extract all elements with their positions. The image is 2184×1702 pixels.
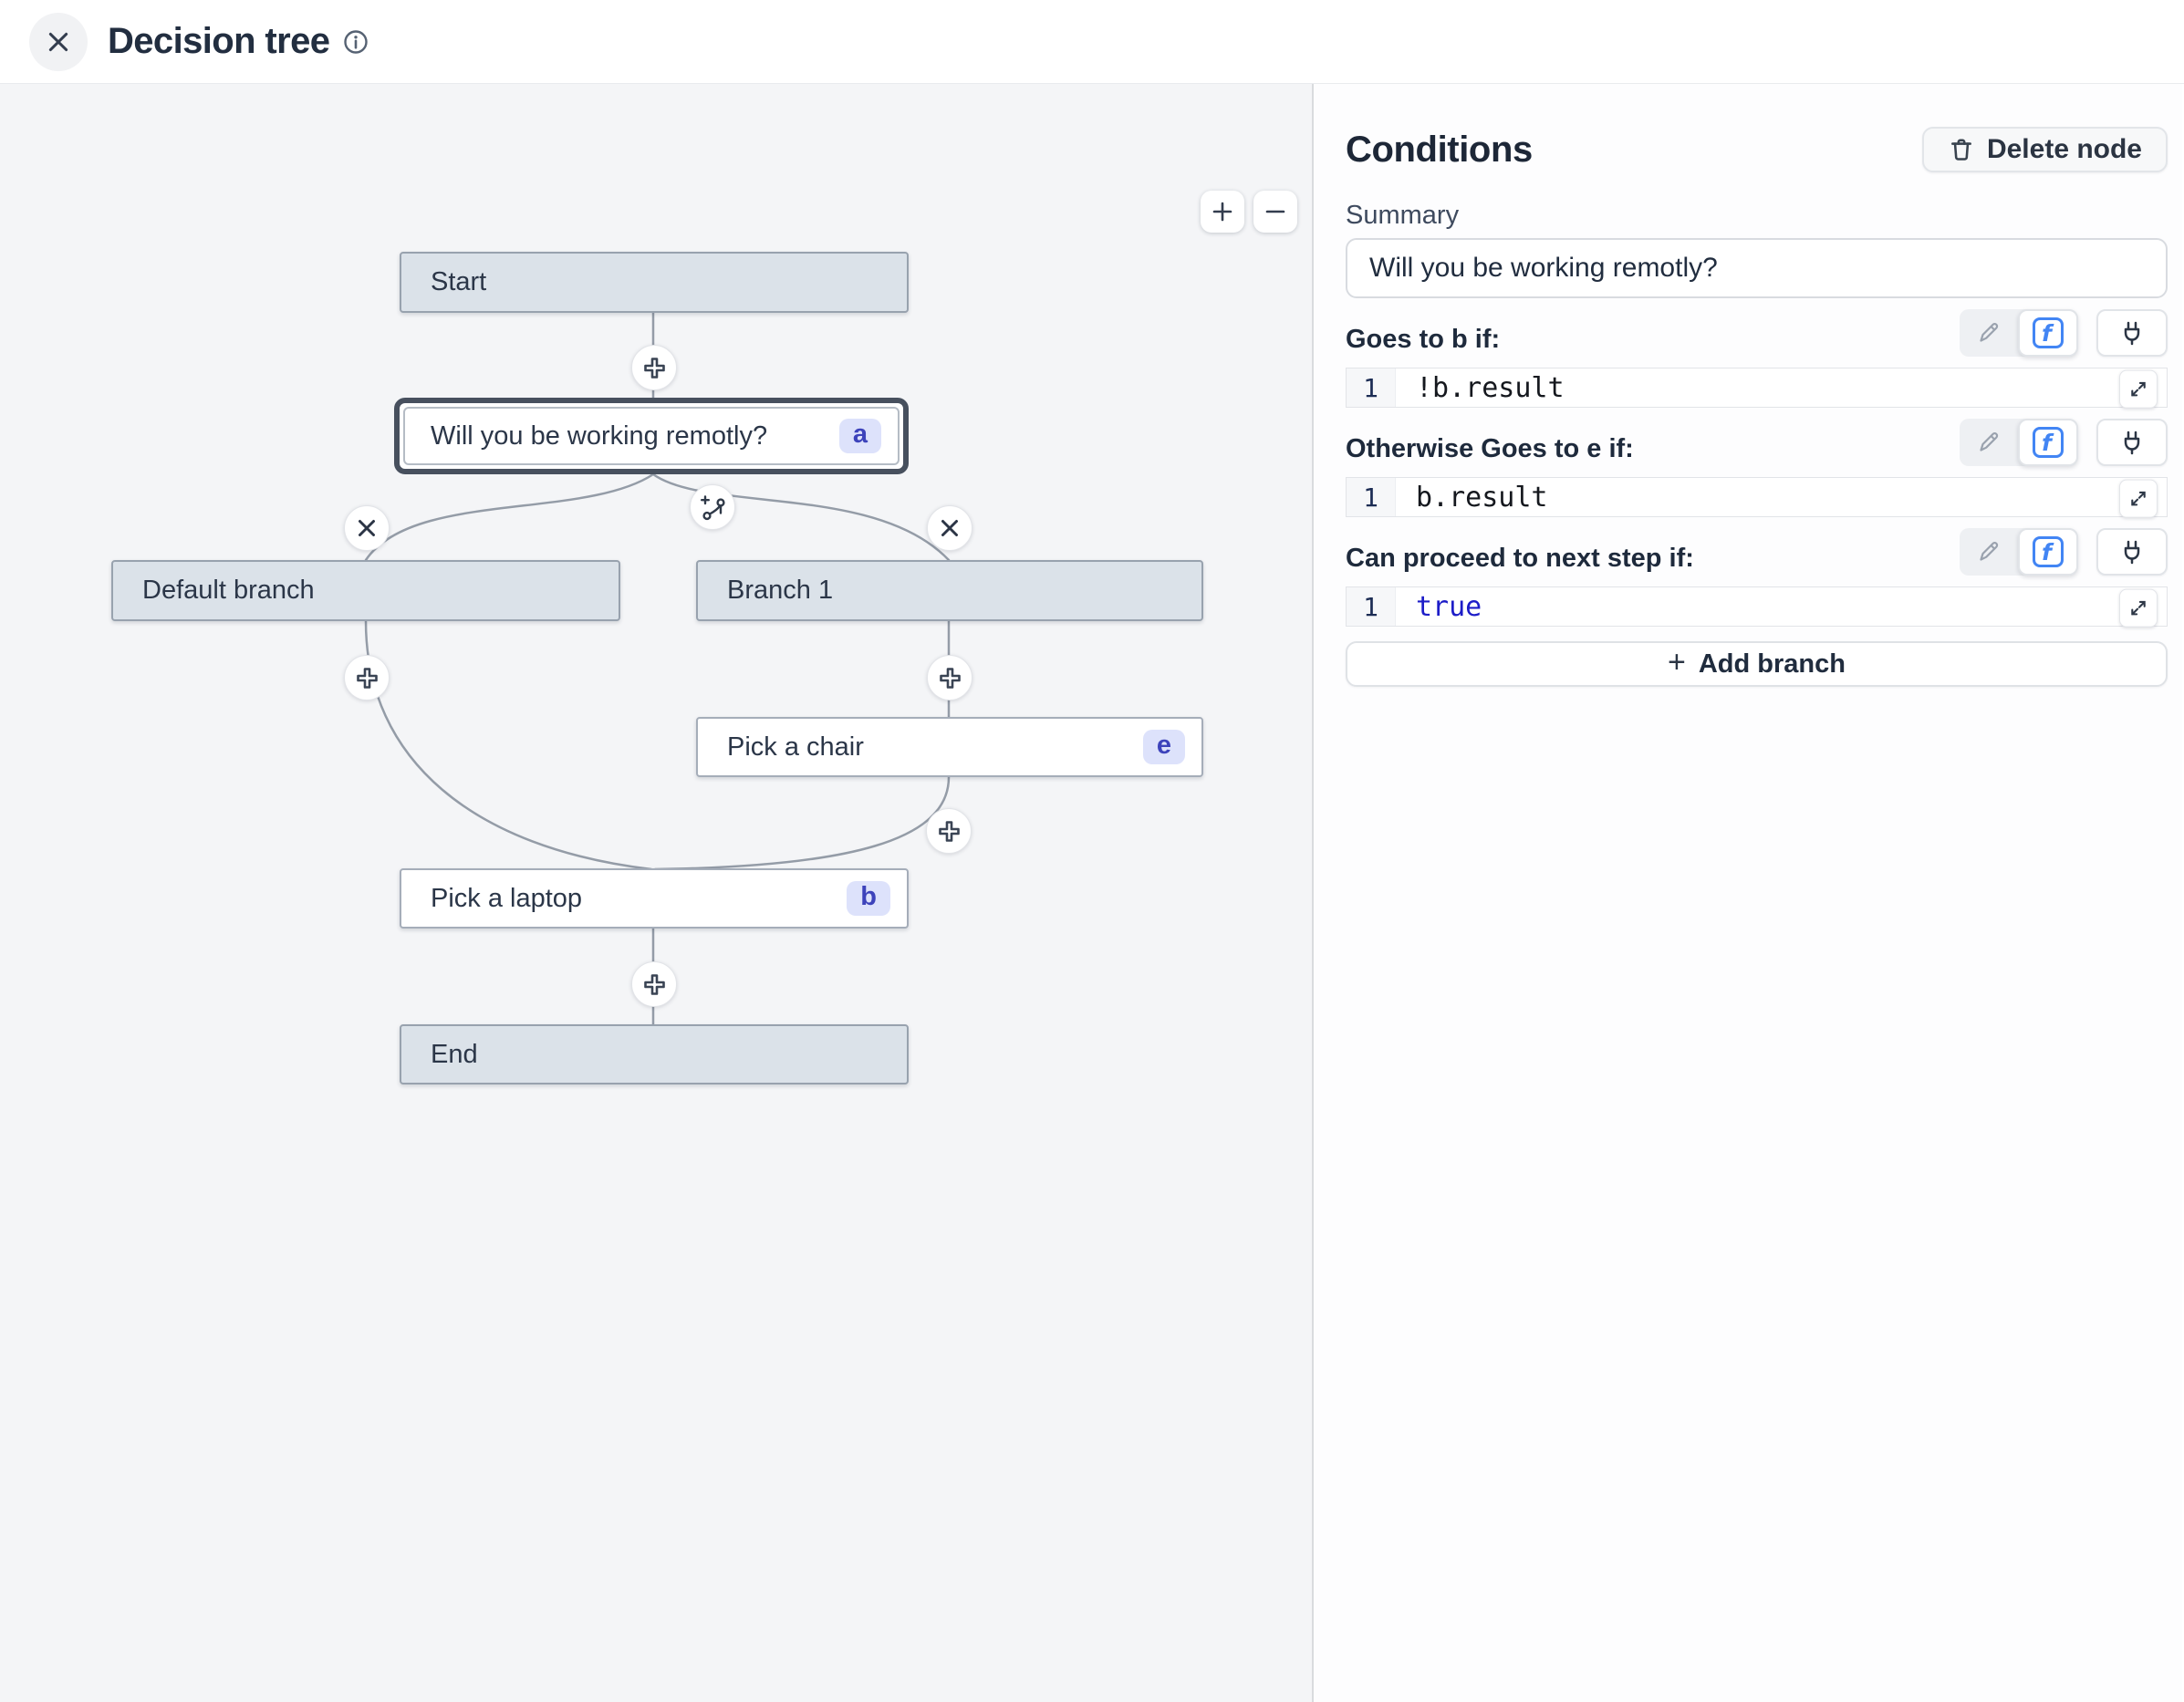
insert-node-button-3[interactable] (927, 655, 972, 701)
summary-label: Summary (1346, 201, 1460, 230)
insert-node-button-5[interactable] (631, 961, 677, 1007)
expand-editor-button[interactable] (2119, 588, 2158, 628)
code-editor-otherwise-e[interactable]: 1 b.result (1346, 477, 2168, 518)
node-question[interactable]: Will you be working remotly? a (403, 407, 900, 465)
node-end[interactable]: End (400, 1024, 909, 1085)
code-value[interactable]: !b.result (1416, 371, 1565, 404)
expand-icon (2131, 381, 2146, 397)
fx-icon: f (2033, 536, 2064, 567)
edge-question-branch1 (651, 472, 951, 562)
insert-node-button-1[interactable] (631, 345, 677, 390)
add-branch-canvas-button[interactable] (690, 484, 735, 530)
conditions-panel: Conditions Delete node Summary Goes (1314, 84, 2182, 1702)
plug-icon (2124, 321, 2140, 346)
insert-node-button-4[interactable] (926, 808, 972, 854)
delete-branch-left-button[interactable] (344, 505, 390, 551)
zoom-in-button[interactable] (1201, 191, 1244, 233)
node-question-badge: a (838, 419, 881, 453)
node-question-selected[interactable]: Will you be working remotly? a (394, 398, 909, 474)
connect-source-button[interactable] (2096, 309, 2168, 357)
node-default-branch[interactable]: Default branch (111, 560, 620, 621)
condition-label-can-proceed: Can proceed to next step if: (1346, 544, 1694, 573)
node-branch-1[interactable]: Branch 1 (696, 560, 1203, 621)
fx-mode-button[interactable]: f (2018, 419, 2078, 466)
delete-node-label: Delete node (1986, 134, 2142, 164)
code-value[interactable]: true (1416, 590, 1482, 623)
code-editor-can-proceed[interactable]: 1 true (1346, 586, 2168, 628)
code-value[interactable]: b.result (1416, 481, 1548, 514)
trash-icon (1951, 139, 1971, 161)
plus-icon (939, 667, 961, 689)
pencil-icon (1980, 432, 1999, 451)
plug-icon (2124, 540, 2140, 565)
add-branch-button[interactable]: + Add branch (1346, 641, 2168, 687)
expand-icon (2131, 491, 2146, 506)
main-area: Start Will you be working remotly? a Def… (0, 84, 2184, 1702)
zoom-out-button[interactable] (1253, 191, 1297, 233)
delete-branch-right-button[interactable] (927, 505, 972, 551)
delete-node-button[interactable]: Delete node (1921, 127, 2168, 172)
editor-mode-toggle: f (1960, 528, 2078, 576)
connect-source-button[interactable] (2096, 528, 2168, 576)
node-question-label: Will you be working remotly? (431, 420, 768, 451)
zoom-out-icon (1265, 210, 1285, 213)
fx-mode-button[interactable]: f (2018, 528, 2078, 576)
insert-node-button-2[interactable] (344, 655, 390, 701)
node-pick-chair[interactable]: Pick a chair e (696, 717, 1203, 777)
expand-icon (2131, 600, 2146, 616)
pencil-icon (1980, 323, 1999, 342)
fx-mode-button[interactable]: f (2018, 309, 2078, 357)
node-start-label: Start (431, 267, 487, 296)
node-pick-chair-label: Pick a chair (727, 732, 864, 762)
node-default-branch-label: Default branch (142, 576, 315, 605)
node-end-label: End (431, 1039, 478, 1069)
node-start[interactable]: Start (400, 252, 909, 313)
close-button[interactable] (29, 12, 88, 71)
add-branch-label: Add branch (1698, 649, 1846, 679)
edit-mode-button[interactable] (1960, 528, 2018, 576)
fx-icon: f (2033, 317, 2064, 348)
edge-question-default (364, 472, 655, 562)
line-number: 1 (1347, 587, 1396, 626)
page-title: Decision tree (108, 21, 330, 61)
edit-mode-button[interactable] (1960, 309, 2018, 357)
x-icon (359, 520, 375, 536)
node-pick-laptop-label: Pick a laptop (431, 883, 583, 913)
condition-label-otherwise-e: Otherwise Goes to e if: (1346, 434, 1634, 463)
plus-icon: + (1668, 645, 1686, 680)
condition-label-goes-to-b: Goes to b if: (1346, 325, 1501, 354)
code-editor-goes-to-b[interactable]: 1 !b.result (1346, 368, 2168, 409)
node-pick-chair-badge: e (1142, 730, 1185, 764)
flow-canvas[interactable]: Start Will you be working remotly? a Def… (0, 84, 1314, 1702)
close-icon (48, 32, 68, 51)
fx-icon: f (2033, 427, 2064, 458)
summary-input[interactable] (1346, 238, 2168, 298)
line-number: 1 (1347, 478, 1396, 516)
node-pick-laptop[interactable]: Pick a laptop b (400, 868, 909, 929)
flow-connectors (364, 311, 951, 1026)
edge-chair-laptop (653, 775, 951, 871)
edit-mode-button[interactable] (1960, 419, 2018, 466)
plus-icon (356, 667, 378, 689)
editor-mode-toggle: f (1960, 419, 2078, 466)
branch-split-icon (700, 494, 725, 520)
expand-editor-button[interactable] (2119, 479, 2158, 518)
edge-default-laptop (364, 619, 653, 871)
x-icon (941, 520, 958, 536)
pencil-icon (1980, 542, 1999, 561)
zoom-in-icon (1212, 202, 1232, 222)
plug-icon (2124, 431, 2140, 455)
expand-editor-button[interactable] (2119, 369, 2158, 409)
line-number: 1 (1347, 368, 1396, 407)
header: Decision tree (0, 0, 2184, 84)
plus-icon (643, 973, 665, 995)
editor-mode-toggle: f (1960, 309, 2078, 357)
info-icon[interactable] (342, 28, 369, 56)
node-branch-1-label: Branch 1 (727, 576, 834, 605)
node-pick-laptop-badge: b (847, 881, 890, 916)
plus-icon (643, 357, 665, 379)
connect-source-button[interactable] (2096, 419, 2168, 466)
panel-title: Conditions (1346, 129, 1533, 170)
plus-icon (938, 820, 960, 842)
